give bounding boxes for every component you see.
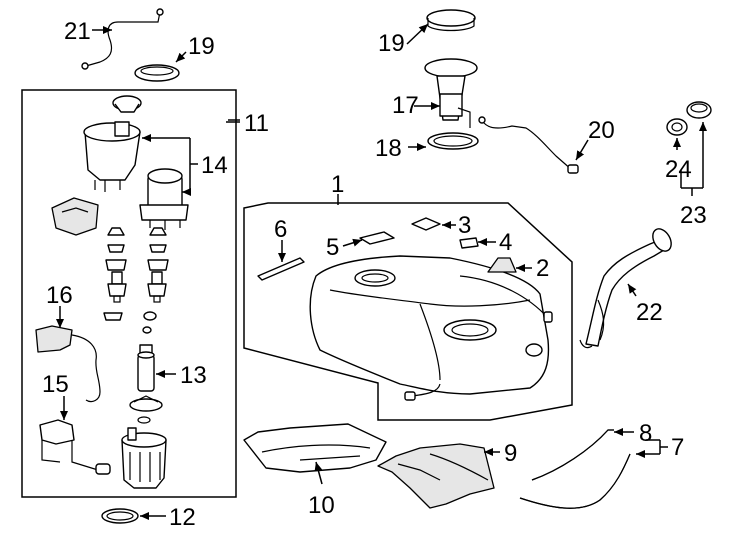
gasket-ring-part-19-left [134, 64, 180, 82]
pump-bracket [51, 197, 99, 236]
pump-retainer-lid [112, 95, 142, 113]
skid-plate-part-10 [243, 423, 387, 473]
callout-19-right: 19 [378, 30, 405, 57]
callout-21: 21 [64, 18, 91, 45]
vapor-hose-part-20 [478, 116, 579, 174]
cap-gasket-part-24 [666, 118, 688, 136]
callout-24: 24 [665, 156, 692, 183]
callout-17: 17 [392, 92, 419, 119]
callout-9: 9 [504, 440, 517, 467]
sensor-bracket-part-16 [35, 325, 101, 403]
callout-3: 3 [458, 212, 471, 239]
callout-10: 10 [308, 492, 335, 519]
fuel-level-sensor-part-15 [39, 419, 111, 475]
filler-cap-part-23 [686, 101, 712, 119]
vent-hose-part-21 [81, 8, 164, 70]
fuel-pump-part-13 [137, 344, 155, 392]
callout-labels: 21 19 11 14 16 15 13 12 19 17 18 20 24 2… [42, 18, 707, 531]
pump-reservoir-bucket [121, 416, 167, 489]
lock-ring-part-19-right [426, 9, 476, 32]
insulator-part-4 [459, 237, 479, 249]
tank-hose-lines [404, 311, 553, 401]
callout-15: 15 [42, 371, 69, 398]
callout-16: 16 [46, 282, 73, 309]
fuel-tank-group-box [243, 202, 573, 421]
fuel-tank-part-1 [309, 255, 550, 395]
pump-mount-posts [107, 271, 167, 303]
pad-part-3 [411, 217, 441, 231]
fuel-pump-housing [83, 121, 141, 192]
small-clips [103, 311, 157, 334]
callout-8: 8 [639, 420, 652, 447]
callout-20: 20 [588, 117, 615, 144]
callout-18: 18 [375, 135, 402, 162]
strap-part-6 [257, 257, 305, 281]
leader-lines [56, 23, 681, 520]
callout-11: 11 [244, 110, 269, 137]
pump-filter-sock [129, 395, 163, 412]
fuel-filter-part-14 [139, 168, 189, 230]
callout-12: 12 [169, 504, 196, 531]
grouping-brackets [142, 122, 707, 458]
heat-shield-part-9 [377, 443, 495, 509]
callout-5: 5 [326, 234, 339, 261]
strap-part-8 [531, 429, 614, 481]
grommets-and-dampers [105, 227, 169, 271]
callout-22: 22 [636, 299, 663, 326]
callout-2: 2 [536, 255, 549, 282]
callout-23: 23 [680, 202, 707, 229]
callout-4: 4 [499, 229, 512, 256]
filler-neck-part-22 [579, 228, 672, 349]
strap-part-7 [519, 453, 631, 509]
callout-1: 1 [331, 171, 344, 198]
callout-7: 7 [671, 434, 684, 461]
callout-19-left: 19 [188, 33, 215, 60]
pad-part-5 [359, 231, 395, 245]
callout-13: 13 [180, 362, 207, 389]
fuel-pump-module-box [21, 89, 237, 498]
bracket-part-2 [487, 257, 517, 273]
sender-unit-part-17 [424, 58, 478, 128]
callout-6: 6 [274, 216, 287, 243]
callout-14: 14 [201, 152, 228, 179]
